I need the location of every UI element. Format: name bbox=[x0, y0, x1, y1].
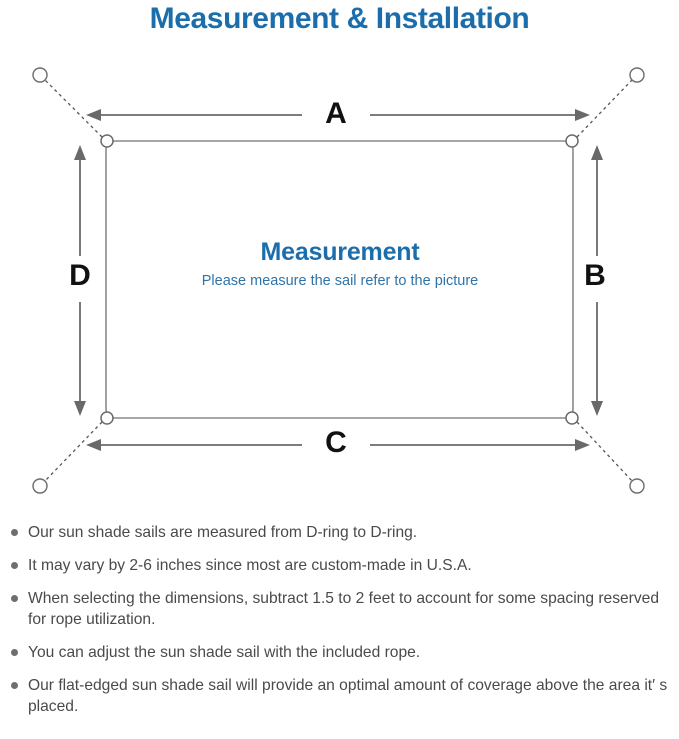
d-ring-top-right bbox=[565, 134, 579, 148]
dimension-arrow-b bbox=[591, 145, 603, 416]
page-title: Measurement & Installation bbox=[149, 2, 530, 35]
rope-line-bottom-left bbox=[43, 421, 103, 483]
list-item: Our flat-edged sun shade sail will provi… bbox=[0, 675, 679, 717]
anchor-ring-top-left bbox=[32, 67, 48, 83]
list-item: You can adjust the sun shade sail with t… bbox=[0, 642, 679, 663]
dimension-arrow-c bbox=[86, 439, 590, 451]
note-text: Our sun shade sails are measured from D-… bbox=[28, 524, 418, 541]
d-ring-bottom-left bbox=[100, 411, 114, 425]
dimension-label-d: D bbox=[69, 259, 91, 292]
dimension-label-c: C bbox=[325, 426, 347, 459]
d-ring-top-left bbox=[100, 134, 114, 148]
anchor-ring-bottom-left bbox=[32, 478, 48, 494]
dimension-arrow-a bbox=[86, 109, 590, 121]
bullet-icon bbox=[11, 562, 18, 569]
measurement-heading: Measurement bbox=[260, 238, 420, 266]
sail-outline-rect bbox=[105, 140, 574, 419]
measurement-subheading: Please measure the sail refer to the pic… bbox=[201, 273, 479, 289]
note-text: It may vary by 2-6 inches since most are… bbox=[28, 557, 472, 574]
bullet-icon bbox=[11, 529, 18, 536]
d-ring-bottom-right bbox=[565, 411, 579, 425]
notes-list: Our sun shade sails are measured from D-… bbox=[0, 522, 679, 729]
rope-line-top-right bbox=[576, 78, 634, 138]
list-item: When selecting the dimensions, subtract … bbox=[0, 588, 679, 630]
dimension-label-b: B bbox=[584, 259, 606, 292]
note-text: When selecting the dimensions, subtract … bbox=[28, 590, 660, 628]
anchor-ring-bottom-right bbox=[629, 478, 645, 494]
bullet-icon bbox=[11, 595, 18, 602]
bullet-icon bbox=[11, 649, 18, 656]
bullet-icon bbox=[11, 682, 18, 689]
dimension-arrow-d bbox=[74, 145, 86, 416]
dimension-label-a: A bbox=[325, 97, 347, 130]
rope-line-top-left bbox=[43, 78, 103, 138]
note-text: You can adjust the sun shade sail with t… bbox=[28, 644, 421, 661]
list-item: Our sun shade sails are measured from D-… bbox=[0, 522, 679, 543]
measurement-diagram: A B C D Measurement Please measure the s… bbox=[0, 44, 679, 514]
note-text: Our flat-edged sun shade sail will provi… bbox=[28, 677, 668, 715]
rope-line-bottom-right bbox=[576, 421, 634, 483]
diagram-svg bbox=[32, 67, 645, 494]
anchor-ring-top-right bbox=[629, 67, 645, 83]
list-item: It may vary by 2-6 inches since most are… bbox=[0, 555, 679, 576]
diagram-center-caption: Measurement Please measure the sail refe… bbox=[106, 236, 574, 292]
